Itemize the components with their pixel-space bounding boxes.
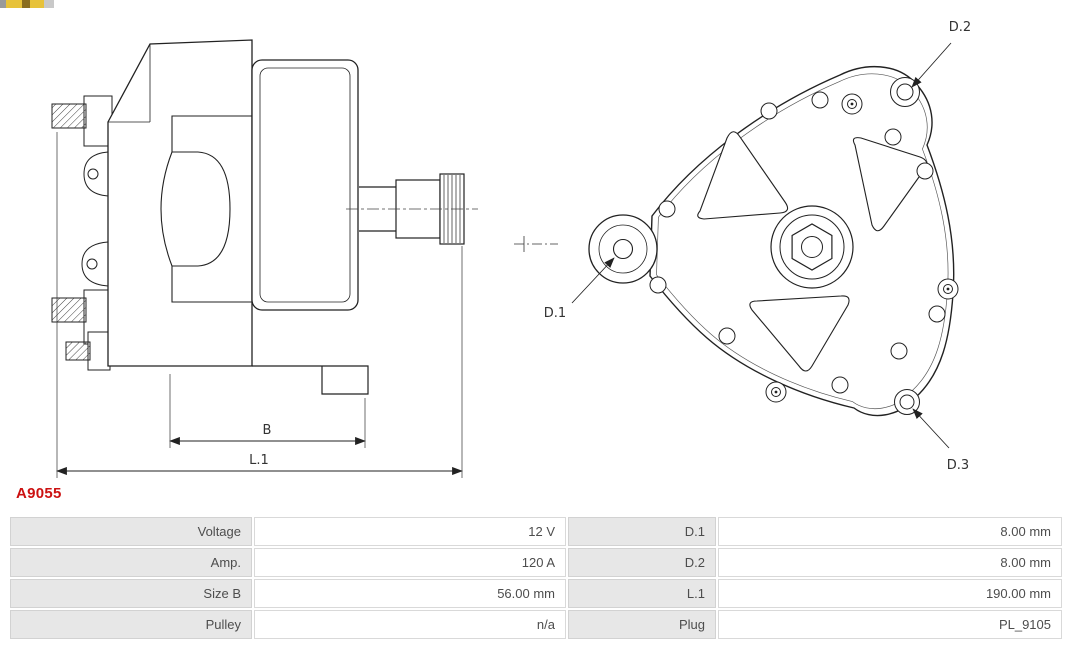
- rear-view-drawing: D.1 D.2 D.3: [514, 20, 971, 473]
- spec-value: n/a: [254, 610, 566, 639]
- spec-label: L.1: [568, 579, 716, 608]
- center-mark: [514, 236, 558, 252]
- corner-hole-d3: [894, 389, 920, 415]
- dimension-l1: L.1: [56, 132, 463, 478]
- spec-label: D.2: [568, 548, 716, 577]
- logo-fragment: [0, 0, 54, 8]
- mounting-foot: [252, 365, 369, 395]
- spec-value: 120 A: [254, 548, 566, 577]
- spec-value: 8.00 mm: [718, 517, 1062, 546]
- rivets: [765, 93, 959, 403]
- spec-value: 56.00 mm: [254, 579, 566, 608]
- callout-d3: D.3: [912, 408, 969, 473]
- center-hub: [770, 205, 854, 289]
- spec-label: Amp.: [10, 548, 252, 577]
- side-view-drawing: B L.1: [51, 39, 478, 478]
- spec-value: PL_9105: [718, 610, 1062, 639]
- spec-label: Size B: [10, 579, 252, 608]
- callout-d2: D.2: [911, 20, 971, 88]
- dimension-b-label: B: [263, 423, 272, 438]
- spec-label: Voltage: [10, 517, 252, 546]
- part-number: A9055: [16, 485, 62, 502]
- spec-value: 190.00 mm: [718, 579, 1062, 608]
- corner-hole-d2: [890, 77, 920, 107]
- dimension-l1-label: L.1: [249, 453, 269, 468]
- table-row: Amp. 120 A D.2 8.00 mm: [10, 548, 1062, 577]
- spec-table: Voltage 12 V D.1 8.00 mm Amp. 120 A D.2 …: [8, 515, 1064, 641]
- mounting-studs: [51, 95, 113, 371]
- spec-value: 8.00 mm: [718, 548, 1062, 577]
- shaft: [346, 173, 478, 245]
- callout-d2-label: D.2: [949, 20, 971, 35]
- callout-d3-label: D.3: [947, 458, 969, 473]
- table-row: Voltage 12 V D.1 8.00 mm: [10, 517, 1062, 546]
- technical-drawing: B L.1: [51, 20, 971, 478]
- rear-housing: [251, 59, 359, 311]
- vent-openings: [697, 131, 928, 372]
- callout-d1: D.1: [544, 257, 615, 321]
- spec-value: 12 V: [254, 517, 566, 546]
- dimension-b: B: [169, 374, 366, 448]
- spec-label: Plug: [568, 610, 716, 639]
- alternator-body-outline: [107, 39, 253, 367]
- callout-d1-label: D.1: [544, 306, 566, 321]
- left-mounting-ear: [588, 214, 658, 284]
- table-row: Pulley n/a Plug PL_9105: [10, 610, 1062, 639]
- table-row: Size B 56.00 mm L.1 190.00 mm: [10, 579, 1062, 608]
- spec-label: Pulley: [10, 610, 252, 639]
- spec-label: D.1: [568, 517, 716, 546]
- body-internal-lines: [108, 44, 252, 303]
- bolt-holes: [649, 91, 946, 394]
